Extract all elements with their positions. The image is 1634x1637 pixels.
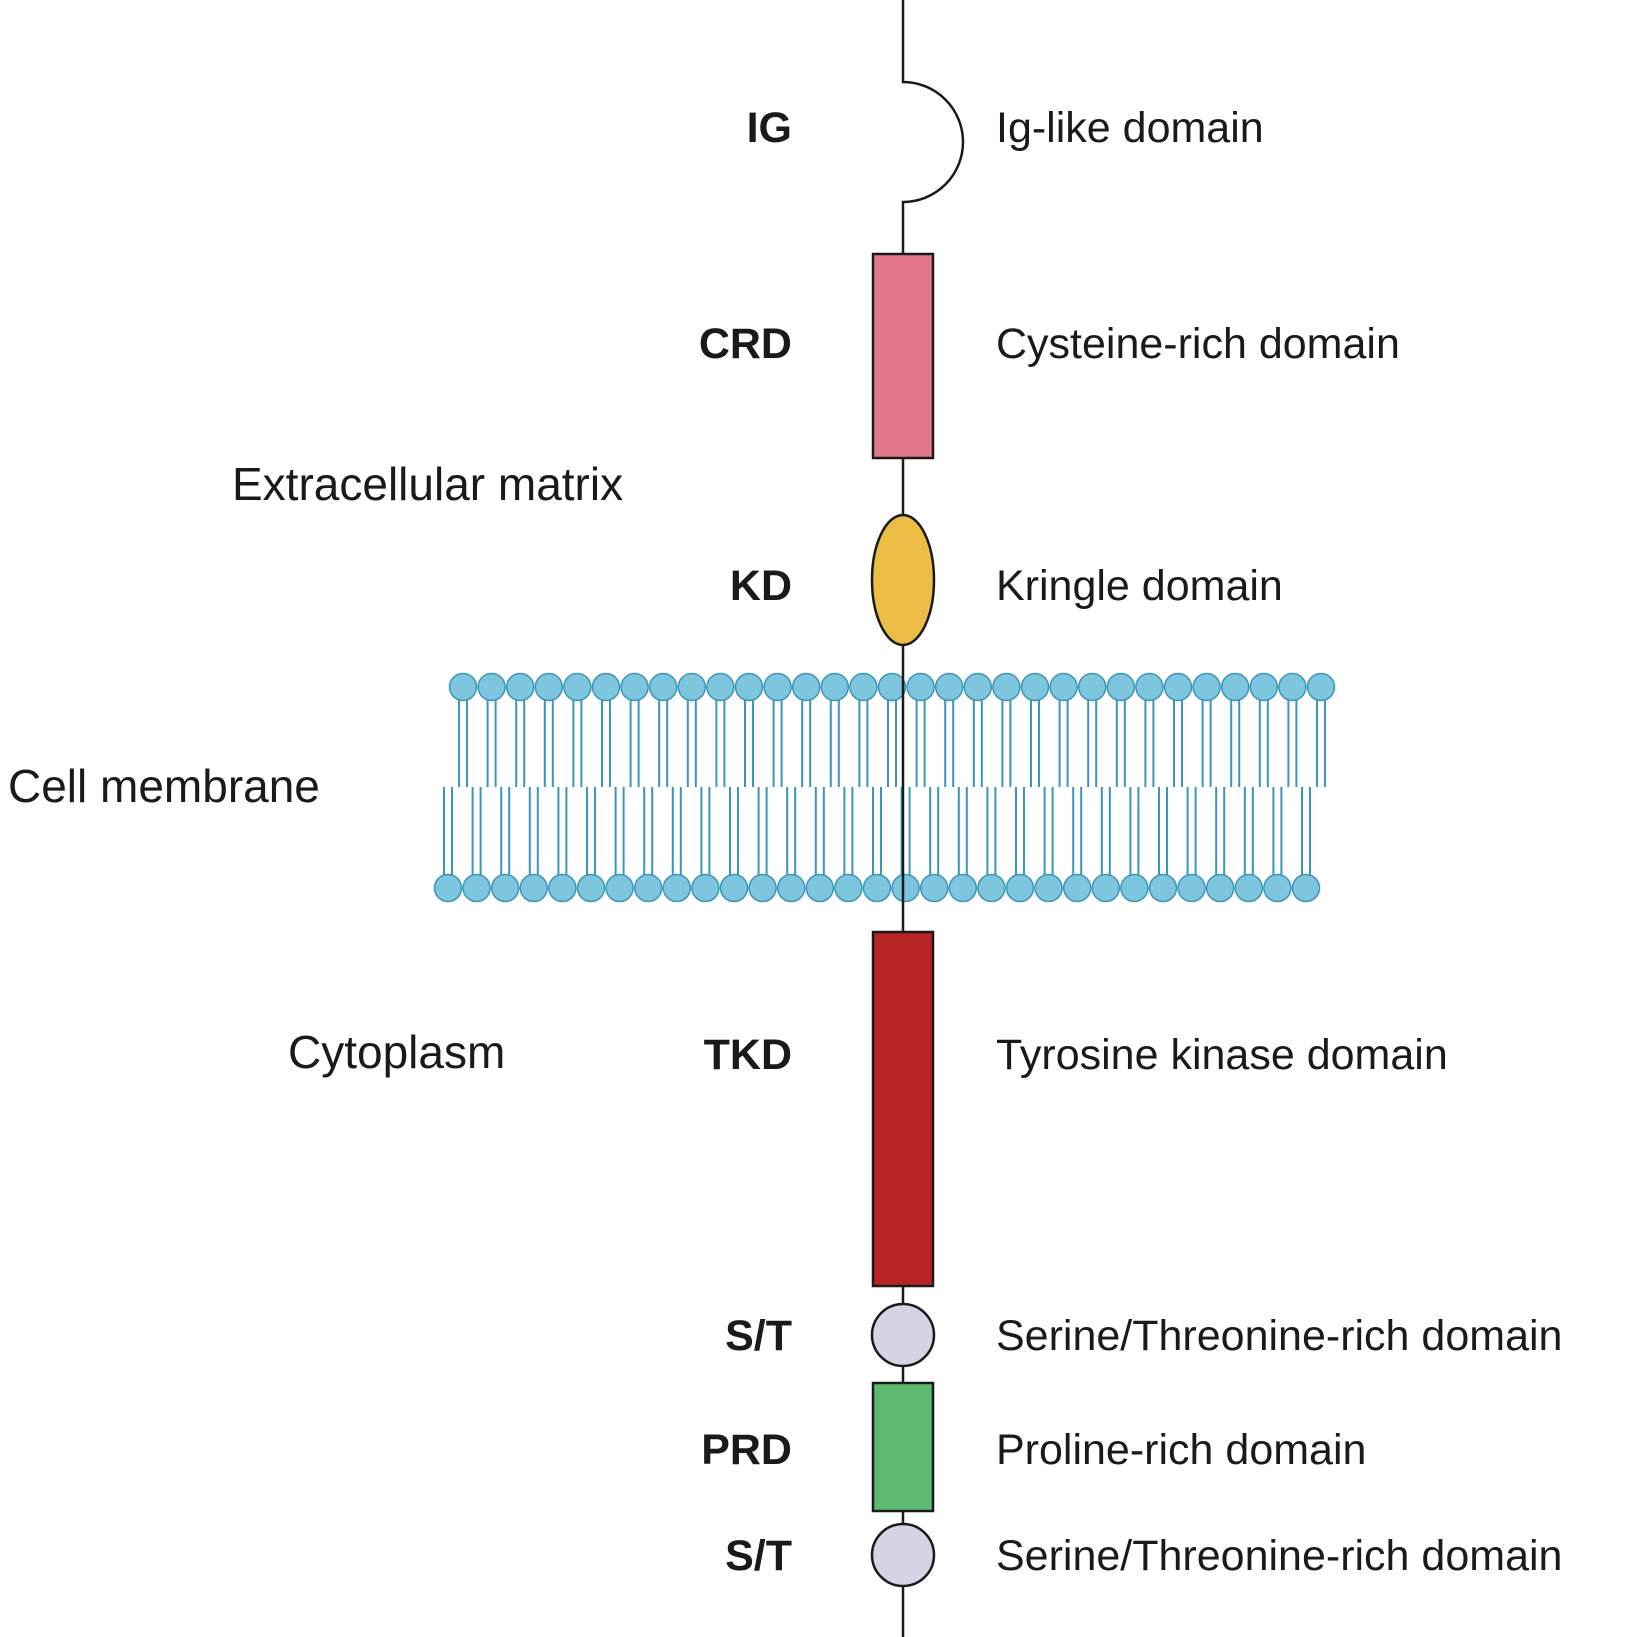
lipid-head [576, 873, 606, 903]
lipid-head [1249, 672, 1279, 702]
st-domain-shape-2 [870, 1522, 936, 1588]
lipid-head [1163, 672, 1193, 702]
lipid-head [919, 873, 949, 903]
lipid-head [1192, 672, 1221, 702]
region-labels: Extracellular matrix Cell membrane Cytop… [8, 458, 623, 1078]
lipid-head [877, 672, 907, 702]
lipid-head [805, 873, 835, 903]
lipid-head [734, 672, 764, 702]
lipid-head [934, 672, 964, 702]
domain-names: Ig-like domain Cysteine-rich domain Krin… [996, 104, 1562, 1580]
lipid-head [719, 873, 749, 903]
lipid-head [1049, 672, 1078, 702]
lipid-head [1106, 672, 1136, 702]
lipid-head [563, 672, 592, 702]
cell-membrane-bilayer [433, 672, 1336, 903]
lipid-head [1091, 873, 1121, 903]
lipid-head [1135, 672, 1164, 702]
lipid-head [849, 672, 878, 702]
tkd-abbr-label: TKD [704, 1031, 792, 1079]
lipid-head [591, 672, 621, 702]
domain-shapes [870, 252, 936, 1588]
lipid-head [862, 873, 892, 903]
st-name-label-1: Serine/Threonine-rich domain [996, 1312, 1562, 1360]
lipid-head [1062, 873, 1092, 903]
lipid-head [620, 672, 649, 702]
kd-name-label: Kringle domain [996, 562, 1283, 610]
st-abbr-label-1: S/T [725, 1312, 792, 1360]
lipid-head [963, 672, 993, 702]
lipid-head [662, 873, 692, 903]
tkd-domain-shape [871, 930, 935, 1288]
lipid-head [1306, 672, 1336, 702]
lipid-head [776, 873, 806, 903]
tkd-name-label: Tyrosine kinase domain [996, 1031, 1448, 1079]
backbone-line-top [901, 0, 965, 1637]
lipid-head [633, 873, 663, 903]
lipid-head [1177, 873, 1206, 903]
lipid-head [891, 873, 920, 903]
lipid-head [505, 672, 535, 702]
kd-domain-shape [870, 513, 936, 647]
lipid-head [1077, 672, 1107, 702]
lipid-head [1034, 873, 1063, 903]
lipid-head [477, 672, 506, 702]
cytoplasm-label: Cytoplasm [288, 1026, 505, 1078]
lipid-head [1278, 672, 1307, 702]
lipid-head [448, 672, 478, 702]
crd-name-label: Cysteine-rich domain [996, 320, 1400, 368]
crd-domain-shape [871, 252, 935, 460]
lipid-head [748, 873, 777, 903]
lipid-head [605, 873, 634, 903]
lipid-head [490, 873, 520, 903]
lipid-head [691, 873, 720, 903]
extracellular-matrix-label: Extracellular matrix [232, 458, 623, 510]
lipid-head [534, 672, 564, 702]
lipid-head [462, 873, 491, 903]
lipid-head [992, 672, 1021, 702]
domain-abbreviations: IG CRD KD TKD S/T PRD S/T [699, 104, 792, 1580]
lipid-head [1205, 873, 1235, 903]
lipid-head [948, 873, 978, 903]
lipid-head [1220, 672, 1250, 702]
lipid-head [763, 672, 792, 702]
prd-name-label: Proline-rich domain [996, 1426, 1366, 1474]
lipid-head [1234, 873, 1264, 903]
kd-abbr-label: KD [730, 562, 792, 610]
lipid-head [1148, 873, 1178, 903]
lipid-head [834, 873, 863, 903]
lipid-head [1020, 672, 1050, 702]
lipid-head [906, 672, 935, 702]
ig-name-label: Ig-like domain [996, 104, 1264, 152]
crd-abbr-label: CRD [699, 320, 792, 368]
lipid-head [820, 672, 850, 702]
ig-abbr-label: IG [747, 104, 792, 152]
cell-membrane-label: Cell membrane [8, 760, 320, 812]
lipid-head [648, 672, 678, 702]
lipid-head [977, 873, 1006, 903]
lipid-head [433, 873, 463, 903]
prd-abbr-label: PRD [701, 1426, 792, 1474]
st-domain-shape-1 [870, 1302, 936, 1368]
lipid-head [1005, 873, 1035, 903]
lipid-head [519, 873, 549, 903]
prd-domain-shape [871, 1381, 935, 1513]
lipid-head [677, 672, 707, 702]
lipid-head [1263, 873, 1292, 903]
protein-backbone [901, 0, 965, 1637]
lipid-head [1291, 873, 1321, 903]
st-name-label-2: Serine/Threonine-rich domain [996, 1532, 1562, 1580]
lipid-head [548, 873, 577, 903]
st-abbr-label-2: S/T [725, 1532, 792, 1580]
lipid-head [1120, 873, 1149, 903]
lipid-head [706, 672, 735, 702]
lipid-head [791, 672, 821, 702]
